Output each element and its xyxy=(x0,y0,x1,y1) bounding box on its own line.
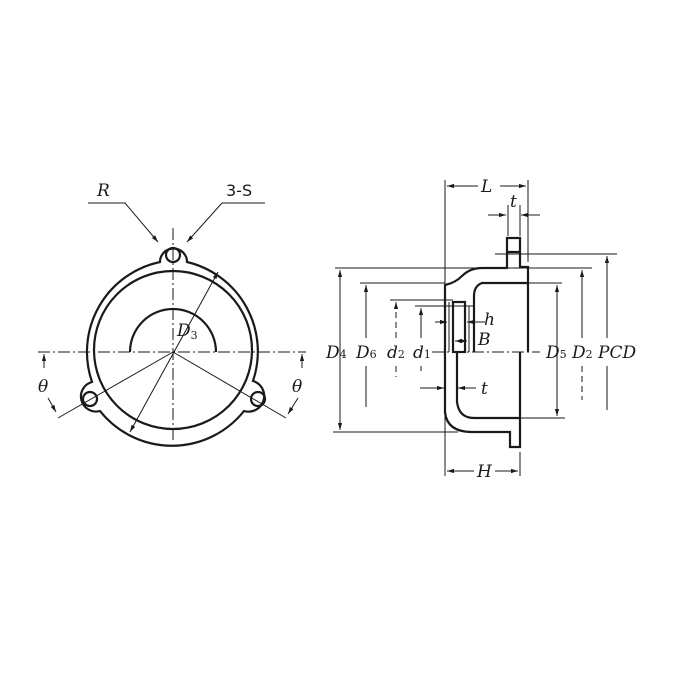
label-d6: D6 xyxy=(355,343,377,363)
label-pcd: PCD xyxy=(597,343,636,363)
label-r: R xyxy=(96,181,110,201)
label-d5: D5 xyxy=(545,343,567,363)
flange-outline xyxy=(79,247,266,447)
bolt-hole-right xyxy=(249,390,267,408)
r-leader xyxy=(88,202,159,243)
label-d3: D3 xyxy=(176,321,198,342)
radial-line-right xyxy=(172,351,287,419)
bearing-section xyxy=(451,300,467,354)
label-d2: D2 xyxy=(571,343,593,363)
label-h-small: h xyxy=(484,310,495,330)
holes-leader xyxy=(186,202,265,243)
label-d2-bore: d2 xyxy=(387,343,405,363)
label-b: B xyxy=(477,330,491,350)
side-view: D4 D6 d2 d1 D5 D2 PCD L t h B t H xyxy=(325,177,636,482)
theta-left-arrow2 xyxy=(47,397,57,413)
theta-right-arrow2 xyxy=(287,397,299,415)
label-theta-right: θ xyxy=(292,377,302,397)
label-d1: d1 xyxy=(413,343,431,363)
bolt-hole-left xyxy=(81,390,99,408)
label-d4: D4 xyxy=(325,343,347,363)
d3-dimension-line xyxy=(129,271,219,433)
housing-outline xyxy=(443,236,530,449)
label-t-mid: t xyxy=(481,379,488,399)
label-theta-left: θ xyxy=(38,377,48,397)
label-3-s: 3-S xyxy=(226,181,252,200)
label-l: L xyxy=(480,177,492,197)
label-t-top: t xyxy=(510,192,517,212)
label-h: H xyxy=(476,462,493,482)
front-view: R 3-S D3 θ θ xyxy=(38,181,306,447)
